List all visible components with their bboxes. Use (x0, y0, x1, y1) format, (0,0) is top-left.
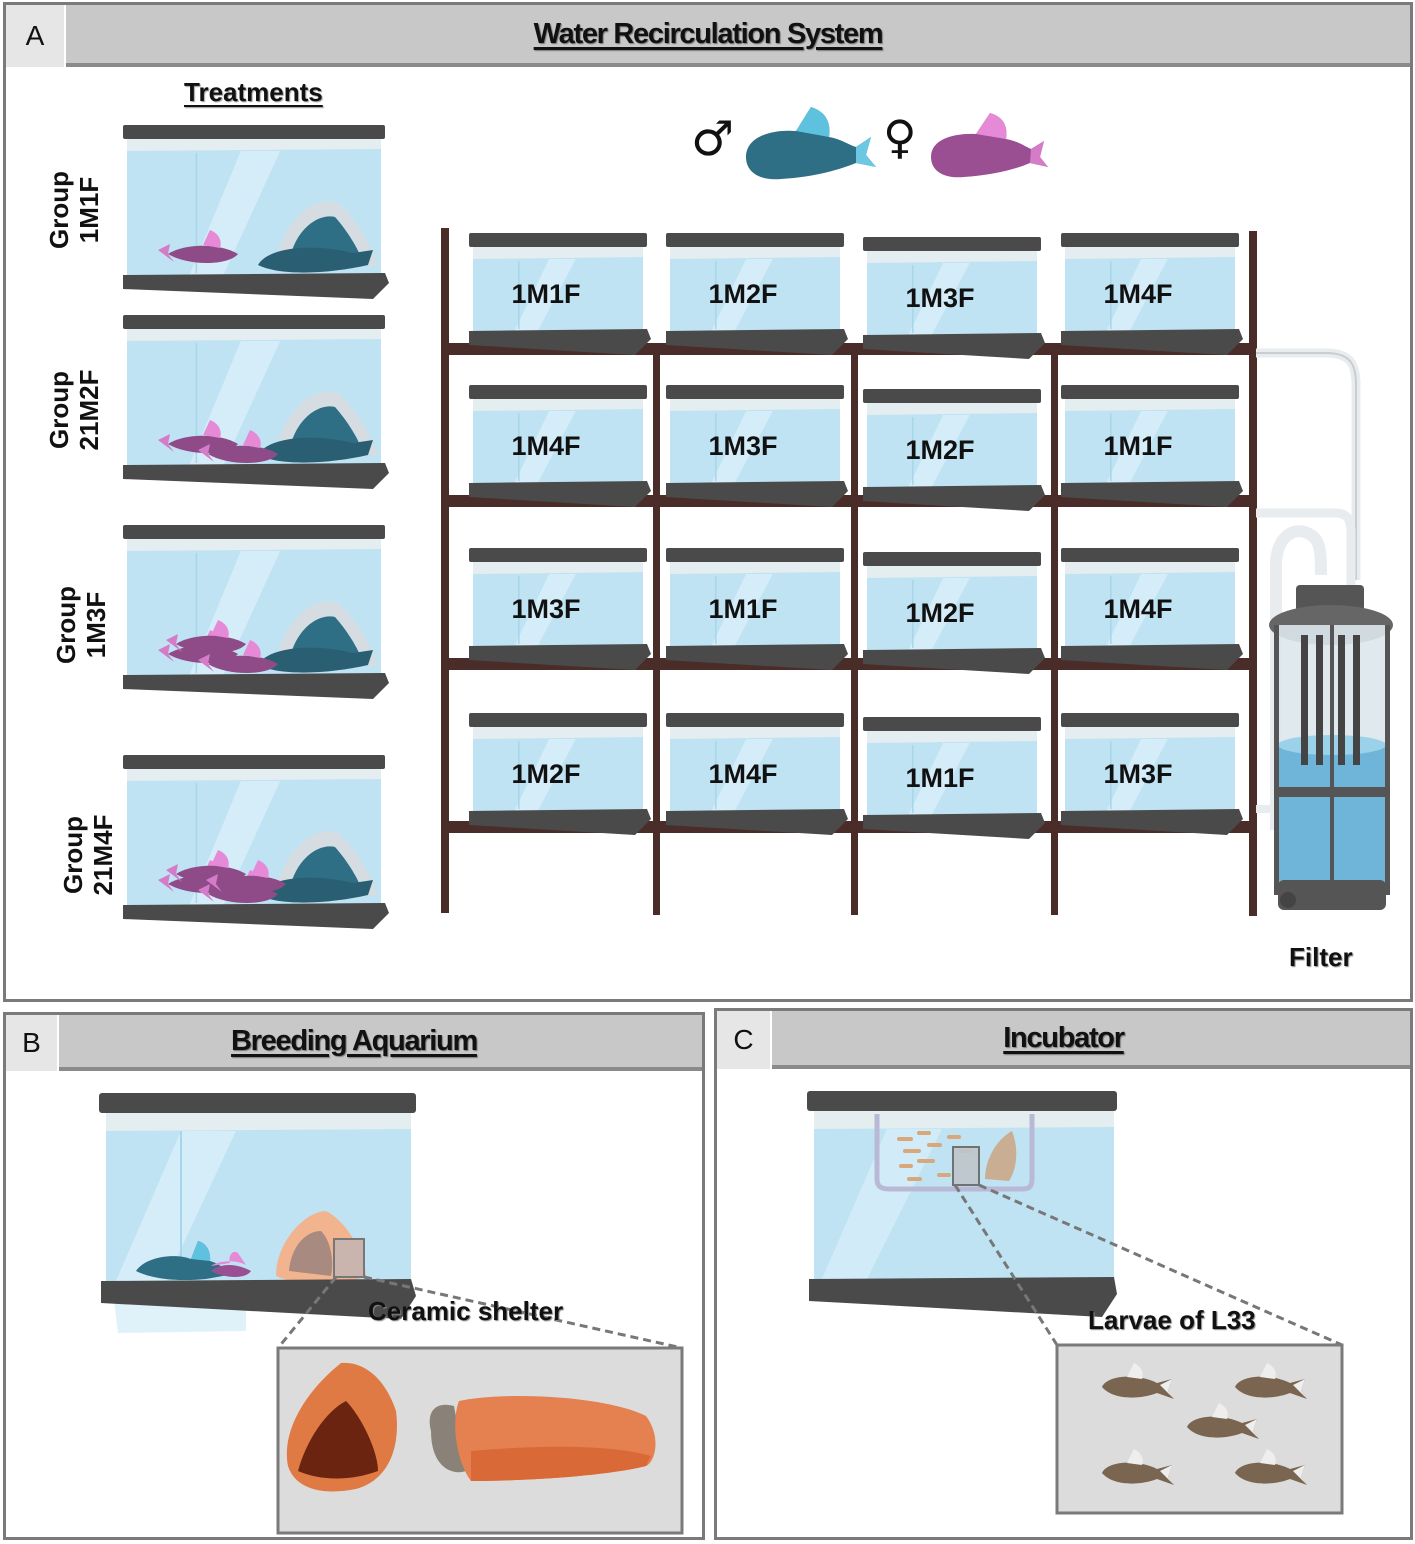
larvae-cluster (897, 1131, 973, 1181)
female-fish-icon (931, 113, 1048, 178)
rack-tank-label: 1M1F (905, 763, 974, 793)
panel-a-water-recirculation: A Water Recirculation System Treatments … (3, 2, 1413, 1002)
treatment-tank-1m3f (123, 525, 389, 699)
rack-tank-1m3f: 1M3F (469, 548, 651, 670)
ceramic-shelter-icon (286, 1362, 397, 1492)
filter-icon (1256, 348, 1393, 910)
rack-tank-label: 1M1F (511, 279, 580, 309)
ceramic-shelter-with-fish-icon (429, 1396, 656, 1481)
rack-tank-1m1f: 1M1F (666, 548, 848, 670)
panel-b-title: Breeding Aquarium (231, 1024, 478, 1057)
male-fish-icon (258, 647, 373, 673)
rack-post (1051, 355, 1058, 915)
rack-tank-1m4f: 1M4F (666, 713, 848, 835)
rack-tank-label: 1M2F (708, 279, 777, 309)
panel-b-breeding-aquarium: B Breeding Aquarium (3, 1012, 705, 1540)
rack-tank-label: 1M4F (1103, 594, 1172, 624)
male-fish-icon (746, 107, 876, 180)
breeding-tank (99, 1093, 684, 1535)
rack-post (851, 355, 858, 915)
rack-tank-1m2f: 1M2F (666, 233, 848, 355)
female-fish-icon (206, 860, 286, 893)
panel-c-title: Incubator (1003, 1021, 1125, 1054)
rack-tank-1m4f: 1M4F (1061, 233, 1243, 355)
rack-tank-1m3f: 1M3F (863, 237, 1045, 359)
rack-tank-1m2f: 1M2F (863, 552, 1045, 674)
rack-post (1249, 231, 1257, 916)
panel-c-letter: C (717, 1011, 772, 1069)
larvae-inset (1102, 1363, 1307, 1485)
rack-tank-1m3f: 1M3F (666, 385, 848, 507)
treatment-tank-21m4f (123, 755, 389, 929)
rack-tank-1m2f: 1M2F (863, 389, 1045, 511)
panel-c-incubator: C Incubator Larvae of L33 (714, 1008, 1413, 1540)
male-fish-icon (258, 247, 373, 273)
male-fish-icon (258, 437, 373, 463)
rack-tank-label: 1M4F (511, 431, 580, 461)
female-fish-icon (198, 640, 278, 673)
female-fish-icon (198, 430, 278, 463)
female-fish-icon (166, 620, 246, 653)
ceramic-shelter-caption: Ceramic shelter (368, 1296, 564, 1326)
larva-icon (1102, 1449, 1174, 1485)
rack-tank-label: 1M3F (511, 594, 580, 624)
rack-tank-1m1f: 1M1F (469, 233, 651, 355)
larva-icon (1102, 1363, 1174, 1399)
rack-tank-label: 1M2F (511, 759, 580, 789)
larvae-caption: Larvae of L33 (1088, 1305, 1256, 1335)
female-fish-icon (158, 230, 238, 263)
panel-c-header: C Incubator (717, 1011, 1410, 1069)
incubator-tank (807, 1091, 1344, 1515)
rack-tank-label: 1M2F (905, 598, 974, 628)
male-symbol: ♂ (691, 111, 734, 167)
rack-tank-1m1f: 1M1F (1061, 385, 1243, 507)
treatment-tank-21m2f (123, 315, 389, 489)
rack-post (441, 228, 449, 913)
rack-tank-label: 1M1F (708, 594, 777, 624)
rack-tank-label: 1M2F (905, 435, 974, 465)
rack-tank-1m4f: 1M4F (469, 385, 651, 507)
tank-rack: 1M1F 1M2F 1M3F 1M4F 1M4F 1M3F 1M2F 1M1F 1M3F 1M1F… (441, 228, 1257, 916)
panel-b-header: B Breeding Aquarium (6, 1015, 702, 1071)
rack-post (653, 355, 660, 915)
panel-b-letter: B (6, 1015, 59, 1071)
rack-shelf (441, 343, 1256, 355)
treatment-tanks (123, 125, 389, 929)
treatment-tank-1m1f (123, 125, 389, 299)
larva-icon (1187, 1403, 1259, 1439)
rack-tank-1m4f: 1M4F (1061, 548, 1243, 670)
treatments-heading: Treatments (184, 77, 323, 107)
filter-label: Filter (1289, 942, 1353, 972)
rack-tank-1m1f: 1M1F (863, 717, 1045, 839)
panel-a-title: Water Recirculation System (533, 17, 884, 50)
male-fish-icon (258, 877, 373, 903)
rack-tank-label: 1M3F (905, 283, 974, 313)
panel-a-letter: A (6, 5, 66, 67)
rack-tank-label: 1M4F (708, 759, 777, 789)
rack-tank-label: 1M1F (1103, 431, 1172, 461)
rack-tank-label: 1M3F (1103, 759, 1172, 789)
rack-tank-1m2f: 1M2F (469, 713, 651, 835)
rack-tank-label: 1M4F (1103, 279, 1172, 309)
rack-tank-label: 1M3F (708, 431, 777, 461)
sex-legend: ♂ ♀ (691, 107, 1048, 180)
rack-tank-1m3f: 1M3F (1061, 713, 1243, 835)
female-symbol: ♀ (883, 110, 917, 164)
panel-a-header: A Water Recirculation System (6, 5, 1410, 67)
larva-icon (1235, 1449, 1307, 1485)
larva-icon (1235, 1363, 1307, 1399)
